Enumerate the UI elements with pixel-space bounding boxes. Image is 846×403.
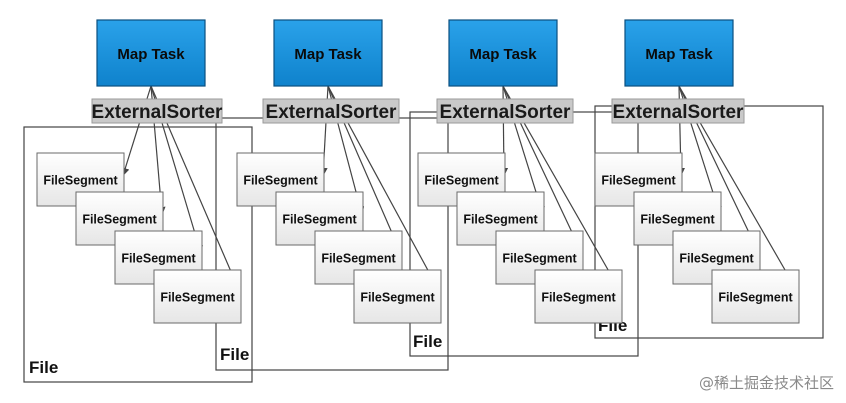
map-task-box bbox=[96, 19, 206, 87]
watermark-text: @稀土掘金技术社区 bbox=[698, 374, 834, 392]
box-layer: Map TaskExternalSorterFileSegmentFileSeg… bbox=[36, 19, 800, 324]
file-segment-label: FileSegment bbox=[282, 213, 357, 227]
file-segment-label: FileSegment bbox=[541, 291, 616, 305]
external-sorter-label: ExternalSorter bbox=[266, 102, 398, 123]
file-segment-label: FileSegment bbox=[360, 291, 435, 305]
file-segment-label: FileSegment bbox=[502, 252, 577, 266]
file-segment-box bbox=[711, 269, 800, 324]
file-label: File bbox=[29, 358, 58, 377]
file-segment-label: FileSegment bbox=[679, 252, 754, 266]
file-segment-label: FileSegment bbox=[718, 291, 793, 305]
external-sorter-box bbox=[611, 98, 745, 124]
file-segment-box bbox=[534, 269, 623, 324]
file-segment-label: FileSegment bbox=[243, 174, 318, 188]
file-label: File bbox=[413, 332, 442, 351]
external-sorter-label: ExternalSorter bbox=[613, 102, 745, 123]
file-segment-label: FileSegment bbox=[160, 291, 235, 305]
map-task-label: Map Task bbox=[469, 46, 537, 63]
map-task-label: Map Task bbox=[645, 46, 713, 63]
external-sorter-box bbox=[262, 98, 400, 124]
file-segment-label: FileSegment bbox=[121, 252, 196, 266]
external-sorter-box bbox=[436, 98, 574, 124]
map-task-label: Map Task bbox=[294, 46, 362, 63]
file-segment-label: FileSegment bbox=[82, 213, 157, 227]
file-segment-label: FileSegment bbox=[43, 174, 118, 188]
file-segment-label: FileSegment bbox=[463, 213, 538, 227]
file-segment-label: FileSegment bbox=[601, 174, 676, 188]
file-segment-label: FileSegment bbox=[321, 252, 396, 266]
file-segment-box bbox=[153, 269, 242, 324]
external-sorter-label: ExternalSorter bbox=[440, 102, 572, 123]
map-task-label: Map Task bbox=[117, 46, 185, 63]
map-task-box bbox=[624, 19, 734, 87]
file-segment-label: FileSegment bbox=[640, 213, 715, 227]
file-segment-box bbox=[353, 269, 442, 324]
file-label: File bbox=[220, 345, 249, 364]
map-task-box bbox=[273, 19, 383, 87]
file-segment-label: FileSegment bbox=[424, 174, 499, 188]
map-task-box bbox=[448, 19, 558, 87]
external-sorter-box bbox=[91, 98, 223, 124]
external-sorter-label: ExternalSorter bbox=[92, 102, 224, 123]
